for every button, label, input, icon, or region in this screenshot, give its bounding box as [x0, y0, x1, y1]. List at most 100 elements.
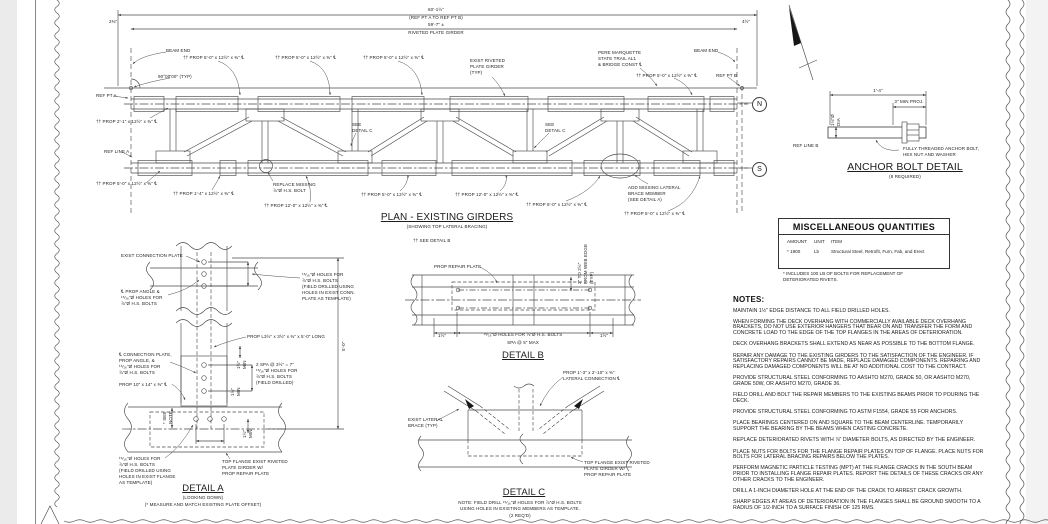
detail-b-linework — [405, 266, 641, 337]
detail-a-sub: (LOOKING DOWN) — [182, 495, 224, 500]
sheet-left-margin — [0, 0, 17, 524]
note-paragraph: PLACE BEARINGS CENTERED ON AND SQUARE TO… — [733, 420, 964, 433]
exist-lateral-brace-label: EXIST LATERAL BRACE (TYP) — [408, 417, 444, 428]
item-cell: Structural Steel, Retrofit, Furn, Fab, a… — [831, 249, 925, 254]
holes-note-label: ¹⁵⁄₁₆"Ø HOLES FOR ⅞"Ø H.S. BOLTS (FIELD … — [119, 456, 176, 485]
south-girder-marker: S — [752, 161, 767, 177]
see-note-label: * SEE NOTE — [162, 411, 173, 424]
plan-subtitle: (SHOWING TOP LATERAL BRACING) — [406, 224, 488, 229]
unit-cell: Lb — [814, 249, 820, 254]
holes-note-label: ¹⁵⁄₁₆"Ø HOLES FOR ⅞"Ø H.S. BOLTS (FIELD … — [302, 272, 355, 301]
dim-right-offset: 4½" — [742, 19, 751, 24]
anchor-bolt-detail-sub: (8 REQUIRED) — [889, 174, 921, 179]
spacing-label: 2 SPA @ 3½" = 7" ¹⁵⁄₁₆"Ø HOLES FOR ⅞"Ø H… — [256, 362, 298, 385]
prop-plate-label: †† PROP 5'-0" x 12½" x ⅜" ℄ — [96, 181, 158, 186]
note-paragraph: DRILL A 1-INCH DIAMETER HOLE AT THE END … — [733, 488, 963, 495]
prop-plate-label: †† PROP 5'-0" x 12½" x ⅜" ℄ — [526, 202, 588, 207]
ref-line-a-label: REF LINE A — [104, 149, 130, 154]
prop-plate-label: †† PROP 5'-0" x 12½" x ⅜" ℄ — [363, 55, 425, 60]
dim-min-label: 1½" MIN — [236, 360, 247, 369]
add-missing-brace-label: ADD MISSING LATERAL BRACE MEMBER (SEE DE… — [628, 185, 681, 202]
trail-centerline-label: PERE MARQUETTE STATE TRAIL AL1 & BRIDGE … — [598, 50, 643, 67]
dim-min-label: 1½" MIN — [230, 387, 241, 396]
dim-girder-length: 59'-7" ± — [428, 21, 444, 27]
prop-plate-label: †† PROP 5'-0" x 12½" x ⅜" ℄ — [361, 192, 423, 197]
detail-c-title: DETAIL C — [502, 487, 546, 498]
prop-plate-label: †† PROP 2'-1" x 12½" x ⅜" ℄ — [96, 119, 158, 124]
note-paragraph: WHEN FORMING THE DECK OVERHANG WITH COMM… — [733, 318, 973, 337]
sheet-border — [35, 0, 1048, 524]
beam-end-label: BEAM END — [694, 48, 719, 53]
connection-plate-label: ℄ CONNECTION PLATE, PROP ANGLE, & ¹⁵⁄₁₆"… — [119, 352, 172, 375]
detail-a-linework — [122, 242, 344, 460]
notes-list: MAINTAIN 1½" EDGE DISTANCE TO ALL FIELD … — [733, 307, 985, 512]
see-detail-b-note: †† SEE DETAIL B — [413, 238, 451, 243]
note-paragraph: MAINTAIN 1½" EDGE DISTANCE TO ALL FIELD … — [733, 307, 890, 314]
dim-left-offset: 2⅜" — [109, 19, 118, 24]
top-flange-label: TOP FLANGE EXIST RIVETED PLATE GIRDER W/… — [222, 459, 288, 476]
note-paragraph: PLACE NUTS FOR BOLTS FOR THE FLANGE REPA… — [733, 448, 984, 461]
misc-quantities-table: MISCELLANEOUS QUANTITIES AMOUNT UNIT ITE… — [778, 218, 950, 269]
prop-angle-label: ℄ PROP ANGLE & ¹⁵⁄₁₆"Ø HOLES FOR ⅞"Ø H.S… — [121, 289, 163, 306]
anchor-bolt-detail-title: ANCHOR BOLT DETAIL — [847, 161, 963, 173]
note-paragraph: FIELD DRILL AND BOLT THE REPAIR MEMBERS … — [733, 392, 980, 404]
prop-plate-label: †† PROP 5'-0" x 12½" x ⅜" ℄ — [624, 211, 686, 216]
detail-c-note: NOTE: FIELD DRILL ¹⁵⁄₁₆"Ø HOLES FOR ⅞"Ø … — [458, 500, 582, 511]
dim-label: 1½" — [600, 333, 609, 338]
note-paragraph: PERFORM MAGNETIC PARTICLE TESTING (MPT) … — [733, 465, 983, 483]
dim-overall-sub: (REF PT A TO REF PT B) — [409, 14, 463, 20]
top-flange-label: TOP FLANGE EXIST RIVETED PLATE GIRDER W/… — [584, 460, 650, 477]
detail-a-note: (* MEASURE AND MATCH EXISTING PLATE OFFS… — [144, 502, 262, 507]
column-header: AMOUNT — [787, 238, 807, 244]
sheet-right-margin — [1026, 0, 1048, 524]
note-paragraph: PROVIDE STRUCTURAL STEEL CONFORMING TO A… — [733, 375, 971, 387]
ref-pt-b-label: REF PT B — [716, 73, 737, 78]
angle-label: 90°00'00" (TYP) — [158, 74, 192, 79]
dim-label: 1'-4" — [873, 88, 883, 93]
dia-label: 1⅛"Ø DIA — [830, 114, 841, 126]
column-header: ITEM — [831, 238, 842, 244]
dim-girder-sub: RIVETED PLATE GIRDER — [408, 29, 464, 35]
lateral-connection-label: PROP 1'-3" x 2'-10" x ⅜" LATERAL CONNECT… — [563, 370, 621, 381]
prop-repair-plate-label: PROP REPAIR PLATE — [434, 264, 482, 269]
north-arrow-icon — [788, 4, 818, 81]
column-header: UNIT — [814, 238, 825, 244]
holes-dim-label: ¹⁵⁄₁₆"Ø HOLES FOR ⅞"Ø H.S. BOLTS — [483, 332, 563, 337]
ref-pt-a-label: REF PT A — [96, 93, 117, 98]
detail-c-linework — [418, 376, 632, 472]
replace-bolt-label: REPLACE MISSING ⅞"Ø H.S. BOLT — [273, 182, 316, 193]
plan-title: PLAN - EXISTING GIRDERS — [380, 212, 514, 223]
dim-length-label: 5'-0" — [341, 341, 346, 351]
north-girder-marker: N — [752, 96, 767, 112]
see-detail-c-label: SEE DETAIL C — [545, 122, 566, 133]
prop-plate-label: †† PROP 5'-0" x 12½" x ⅜" ℄ — [183, 55, 245, 60]
prop-plate-label: †† PROP 12'-0" x 12½" x ⅜" ℄ — [264, 203, 328, 208]
notes-section: NOTES: MAINTAIN 1½" EDGE DISTANCE TO ALL… — [733, 295, 985, 517]
note-paragraph: PROVIDE STRUCTURAL STEEL CONFORMING TO A… — [733, 409, 958, 416]
prop-plate-label: †† PROP 5'-0" x 12½" x ⅜" ℄ — [636, 73, 698, 78]
prop-plate-label: †† PROP 1'-4" x 12½" x ⅜" ℄ — [173, 191, 235, 196]
web-edge-dim-label: 2" TO 2½" FROM WEB EDGE (TYP) — [577, 243, 594, 284]
dim-label: 3" MIN PROJ. — [894, 99, 924, 104]
prop-plate-label: PROP 10" x 14" x ⅜" ℄ — [119, 382, 168, 387]
misc-quantities-footnote: * INCLUDES 100 LB OF BOLTS FOR REPLACEME… — [783, 271, 904, 283]
note-paragraph: REPAIR ANY DAMAGE TO THE EXISTING GIRDER… — [733, 352, 981, 371]
table-row: * 1900 Lb Structural Steel, Retrofit, Fu… — [779, 249, 949, 254]
note-paragraph: REPLACE DETERIORATED RIVETS WITH ⅞" DIAM… — [733, 437, 976, 444]
note-paragraph: SHARP EDGES AT AREAS OF DETERIORATION IN… — [733, 499, 981, 512]
exist-connection-plate-label: EXIST CONNECTION PLATE — [121, 253, 183, 258]
dim-label: 1½" — [438, 333, 447, 338]
misc-quantities-header-row: AMOUNT UNIT ITEM — [779, 239, 949, 244]
spacing-dim-label: SPA @ 5" MAX — [507, 340, 539, 345]
prop-plate-label: †† PROP 5'-0" x 12½" x ⅜" ℄ — [275, 55, 337, 60]
prop-angle-size-label: PROP L3½" x 3½" x ⅜" x 5'-0" LONG — [247, 334, 325, 339]
prop-plate-label: †† PROP 12'-0" x 12½" x ⅜" ℄ — [455, 192, 519, 197]
detail-c-req: (2 REQ'D) — [509, 513, 531, 518]
dim-overall-length: 60'-1½" — [428, 7, 444, 12]
amount-cell: * 1900 — [787, 249, 801, 254]
anchor-bolt-linework — [827, 91, 927, 151]
detail-a-title: DETAIL A — [182, 483, 224, 494]
